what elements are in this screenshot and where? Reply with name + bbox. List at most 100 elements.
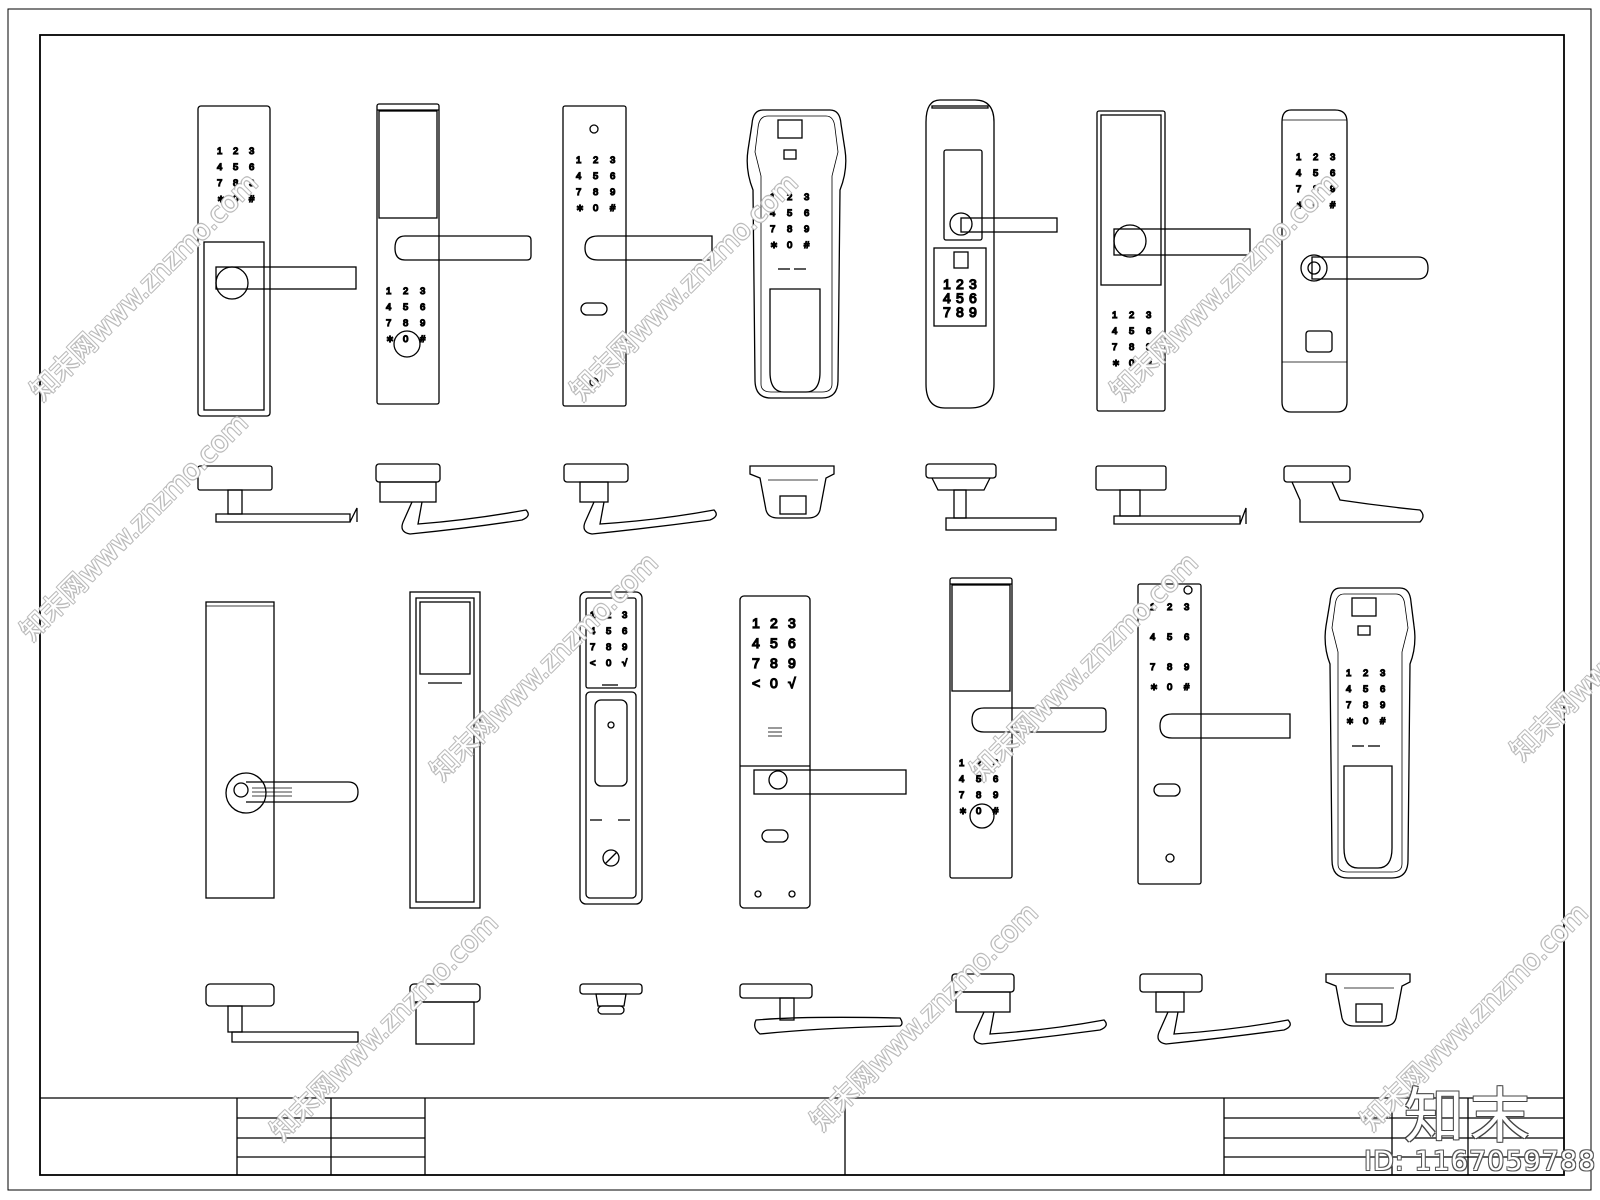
lock-2-front-view: 1 2 3 4 5 6 7 8 9 ∗ 0 #: [376, 103, 532, 405]
svg-text:1: 1: [1346, 668, 1351, 679]
svg-text:2: 2: [606, 610, 611, 621]
svg-text:∗: ∗: [959, 806, 967, 817]
svg-text:5: 5: [1167, 632, 1172, 643]
svg-text:9: 9: [249, 178, 254, 189]
keyhole-icon: [761, 829, 789, 843]
svg-text:8: 8: [976, 790, 981, 801]
svg-text:0: 0: [593, 203, 598, 214]
svg-text:5: 5: [403, 302, 408, 313]
svg-text:7: 7: [752, 655, 760, 671]
outer-frame: [7, 8, 1592, 1191]
svg-text:7: 7: [1296, 184, 1301, 195]
svg-text:√: √: [622, 658, 628, 669]
svg-text:4: 4: [590, 626, 595, 637]
id-watermark: ID: 1167059788: [1364, 1146, 1597, 1177]
svg-text:#: #: [610, 203, 616, 214]
svg-text:0: 0: [1313, 200, 1318, 211]
svg-text:8: 8: [956, 304, 964, 320]
svg-text:5: 5: [956, 290, 964, 306]
svg-text:#: #: [804, 240, 810, 251]
lock-5-front-view: 1 2 3 4 5 6 7 8 9: [925, 99, 1058, 409]
svg-text:0: 0: [606, 658, 611, 669]
keypad-5: 1 2 3 4 5 6 7 8 9: [942, 275, 977, 320]
svg-text:3: 3: [610, 155, 615, 166]
svg-text:6: 6: [1184, 632, 1189, 643]
svg-text:7: 7: [576, 187, 581, 198]
svg-text:2: 2: [787, 192, 792, 203]
svg-text:2: 2: [1167, 602, 1172, 613]
svg-text:5: 5: [1313, 168, 1318, 179]
svg-text:∗: ∗: [217, 194, 225, 205]
svg-text:3: 3: [622, 610, 627, 621]
svg-text:0: 0: [976, 806, 981, 817]
svg-text:9: 9: [993, 790, 998, 801]
svg-text:9: 9: [1330, 184, 1335, 195]
lock-3-front-view: 1 2 3 4 5 6 7 8 9 ∗ 0 #: [562, 105, 713, 407]
svg-text:4: 4: [1296, 168, 1301, 179]
svg-text:∗: ∗: [770, 240, 778, 251]
keypad-13: 1 2 3 4 5 6 7 8 9 ∗ 0 #: [1149, 601, 1190, 693]
svg-text:#: #: [249, 194, 255, 205]
lock-12-front-view: 1 2 3 4 5 6 7 8 9 ∗ 0 #: [949, 577, 1107, 879]
svg-text:2: 2: [233, 146, 238, 157]
svg-text:3: 3: [420, 286, 425, 297]
lock-7-front-view: 1 2 3 4 5 6 7 8 9 ∗ 0 #: [1281, 109, 1429, 413]
lock-3-side-view: [563, 463, 717, 535]
lock-12-side-view: [951, 973, 1107, 1045]
svg-text:0: 0: [233, 194, 238, 205]
svg-text:2: 2: [403, 286, 408, 297]
svg-text:5: 5: [593, 171, 598, 182]
svg-text:7: 7: [959, 790, 964, 801]
svg-text:4: 4: [1112, 326, 1117, 337]
svg-text:5: 5: [1363, 684, 1368, 695]
screw-icon: [589, 124, 599, 134]
fingerprint-icon: [1305, 330, 1333, 353]
svg-text:9: 9: [1380, 700, 1385, 711]
svg-text:∗: ∗: [1112, 358, 1120, 369]
svg-text:4: 4: [1150, 632, 1155, 643]
svg-text:6: 6: [622, 626, 627, 637]
svg-text:7: 7: [943, 304, 951, 320]
svg-text:3: 3: [788, 615, 796, 631]
svg-text:0: 0: [770, 675, 778, 691]
svg-text:1: 1: [386, 286, 391, 297]
fingerprint-icon: [1351, 597, 1377, 617]
svg-text:4: 4: [959, 774, 964, 785]
svg-text:∗: ∗: [1346, 716, 1354, 727]
svg-text:1: 1: [752, 615, 760, 631]
svg-text:6: 6: [788, 635, 796, 651]
inner-frame: [39, 34, 1565, 1176]
svg-text:#: #: [1380, 716, 1386, 727]
svg-text:0: 0: [1129, 358, 1134, 369]
svg-text:#: #: [420, 334, 426, 345]
lock-9-side-view: [409, 983, 481, 1045]
lock-9-front-view: [409, 591, 481, 909]
svg-text:<: <: [590, 658, 596, 669]
svg-text:8: 8: [233, 178, 238, 189]
lock-13-side-view: [1139, 973, 1291, 1045]
svg-text:0: 0: [1363, 716, 1368, 727]
keypad-1: 1 2 3 4 5 6 7 8 9 ∗ 0 #: [216, 145, 255, 205]
svg-text:5: 5: [1129, 326, 1134, 337]
svg-text:8: 8: [1167, 662, 1172, 673]
svg-text:2: 2: [1129, 310, 1134, 321]
svg-text:4: 4: [386, 302, 391, 313]
svg-text:7: 7: [1150, 662, 1155, 673]
screw-icon: [589, 377, 599, 387]
lock-1-front-view: 1 2 3 4 5 6 7 8 9 ∗ 0 #: [197, 105, 357, 417]
keypad-2: 1 2 3 4 5 6 7 8 9 ∗ 0 #: [385, 285, 426, 345]
svg-text:8: 8: [593, 187, 598, 198]
lock-4-side-view: [749, 465, 835, 519]
keypad-7: 1 2 3 4 5 6 7 8 9 ∗ 0 #: [1295, 151, 1336, 211]
svg-text:3: 3: [969, 276, 977, 292]
fingerprint-icon: [953, 251, 969, 269]
svg-text:1: 1: [959, 758, 964, 769]
lock-7-side-view: [1283, 465, 1424, 523]
svg-text:8: 8: [403, 318, 408, 329]
svg-text:7: 7: [386, 318, 391, 329]
svg-text:0: 0: [403, 334, 408, 345]
svg-text:6: 6: [1330, 168, 1335, 179]
svg-text:1: 1: [576, 155, 581, 166]
svg-text:2: 2: [593, 155, 598, 166]
